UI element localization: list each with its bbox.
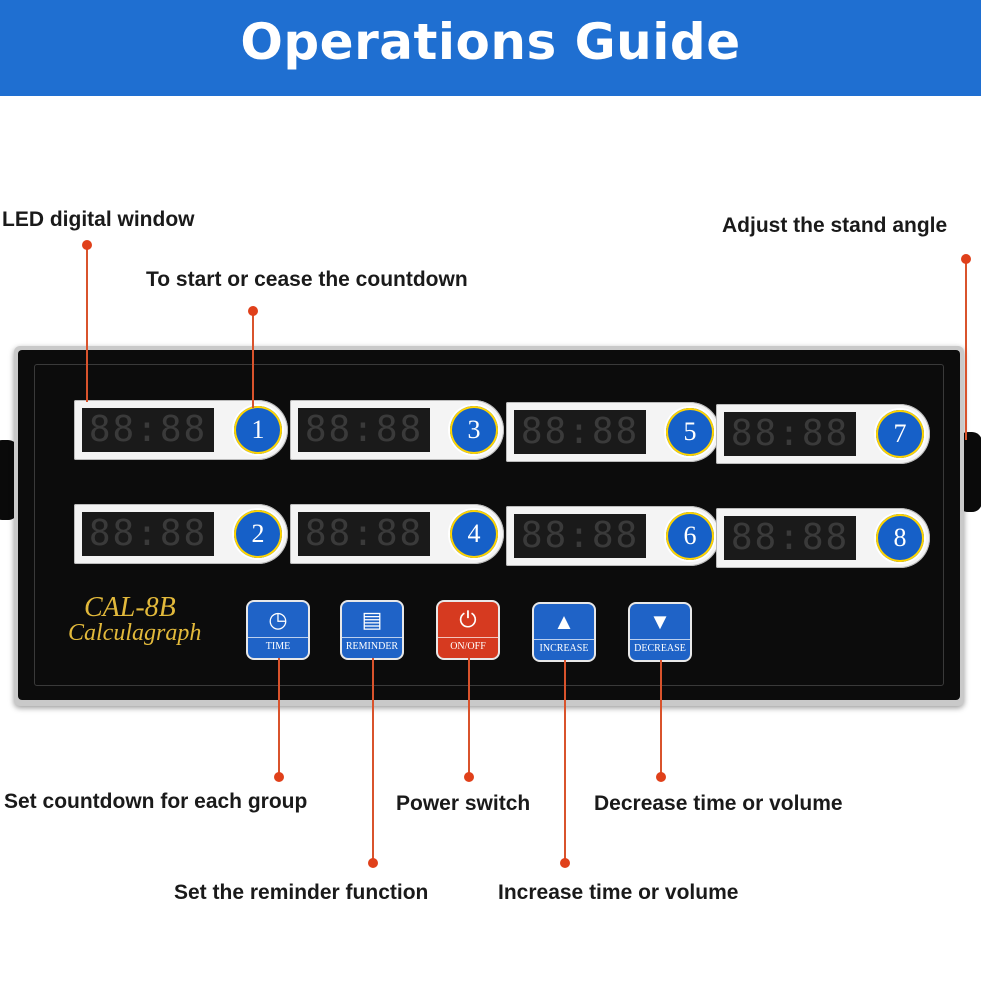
leader-stand-angle [965,260,967,440]
timer-number: 4 [467,519,481,548]
timer-number: 1 [251,415,265,444]
timer-number: 6 [683,521,697,550]
dot-stand-angle [961,254,971,264]
timer-number: 3 [467,415,481,444]
power-button[interactable]: ⏻ ON/OFF [438,602,498,658]
timer-button-2[interactable]: 2 [234,510,282,558]
callout-set-countdown: Set countdown for each group [4,790,308,813]
timer-slot-7: 88:88 7 [716,404,930,464]
timer-slot-3: 88:88 3 [290,400,504,460]
led-display: 88:88 [298,512,430,556]
timer-slot-4: 88:88 4 [290,504,504,564]
clock-icon: ◷ [268,607,288,632]
callout-power-switch: Power switch [396,792,531,815]
timer-button-4[interactable]: 4 [450,510,498,558]
timer-number: 2 [251,519,265,548]
reminder-button[interactable]: ▤ REMINDER [342,602,402,658]
led-display: 88:88 [82,408,214,452]
timer-button-5[interactable]: 5 [666,408,714,456]
leader-time [278,658,280,776]
dot-decrease [656,772,666,782]
device-inner-border [34,364,944,686]
leader-reminder [372,658,374,862]
power-icon: ⏻ [459,607,477,632]
page-title: Operations Guide [240,13,741,71]
timer-number: 7 [893,419,907,448]
timer-button-3[interactable]: 3 [450,406,498,454]
device-model: CAL-8B [84,592,176,623]
timer-slot-1: 88:88 1 [74,400,288,460]
increase-button[interactable]: ▲ INCREASE [534,604,594,660]
leader-led-window [86,246,88,402]
timer-slot-2: 88:88 2 [74,504,288,564]
leader-decrease [660,660,662,776]
callout-reminder: Set the reminder function [174,881,429,904]
time-button-label: TIME [248,637,308,654]
led-display: 88:88 [514,410,646,454]
basket-icon: ▤ [361,607,383,632]
decrease-button-label: DECREASE [630,639,690,656]
timer-button-7[interactable]: 7 [876,410,924,458]
time-button[interactable]: ◷ TIME [248,602,308,658]
led-display: 88:88 [298,408,430,452]
dot-led-window [82,240,92,250]
device-brand-name: Calculagraph [68,620,202,646]
leader-increase [564,660,566,862]
increase-button-label: INCREASE [534,639,594,656]
callout-decrease: Decrease time or volume [594,792,843,815]
triangle-up-icon: ▲ [553,609,575,634]
timer-slot-8: 88:88 8 [716,508,930,568]
callout-increase: Increase time or volume [498,881,739,904]
leader-start-cease [252,312,254,408]
timer-number: 8 [893,523,907,552]
led-display: 88:88 [82,512,214,556]
timer-button-1[interactable]: 1 [234,406,282,454]
dot-reminder [368,858,378,868]
timer-button-6[interactable]: 6 [666,512,714,560]
triangle-down-icon: ▼ [649,609,671,634]
dot-time [274,772,284,782]
dot-start-cease [248,306,258,316]
dot-power [464,772,474,782]
timer-slot-5: 88:88 5 [506,402,720,462]
callout-stand-angle: Adjust the stand angle [722,214,948,237]
decrease-button[interactable]: ▼ DECREASE [630,604,690,660]
power-button-label: ON/OFF [438,637,498,654]
header-banner: Operations Guide [0,0,981,96]
reminder-button-label: REMINDER [342,637,402,654]
callout-led-window: LED digital window [2,208,195,231]
timer-slot-6: 88:88 6 [506,506,720,566]
dot-increase [560,858,570,868]
leader-power [468,658,470,776]
callout-start-cease: To start or cease the countdown [146,268,468,291]
led-display: 88:88 [724,412,856,456]
led-display: 88:88 [514,514,646,558]
left-stand-knob [0,440,18,520]
timer-number: 5 [683,417,697,446]
timer-button-8[interactable]: 8 [876,514,924,562]
led-display: 88:88 [724,516,856,560]
